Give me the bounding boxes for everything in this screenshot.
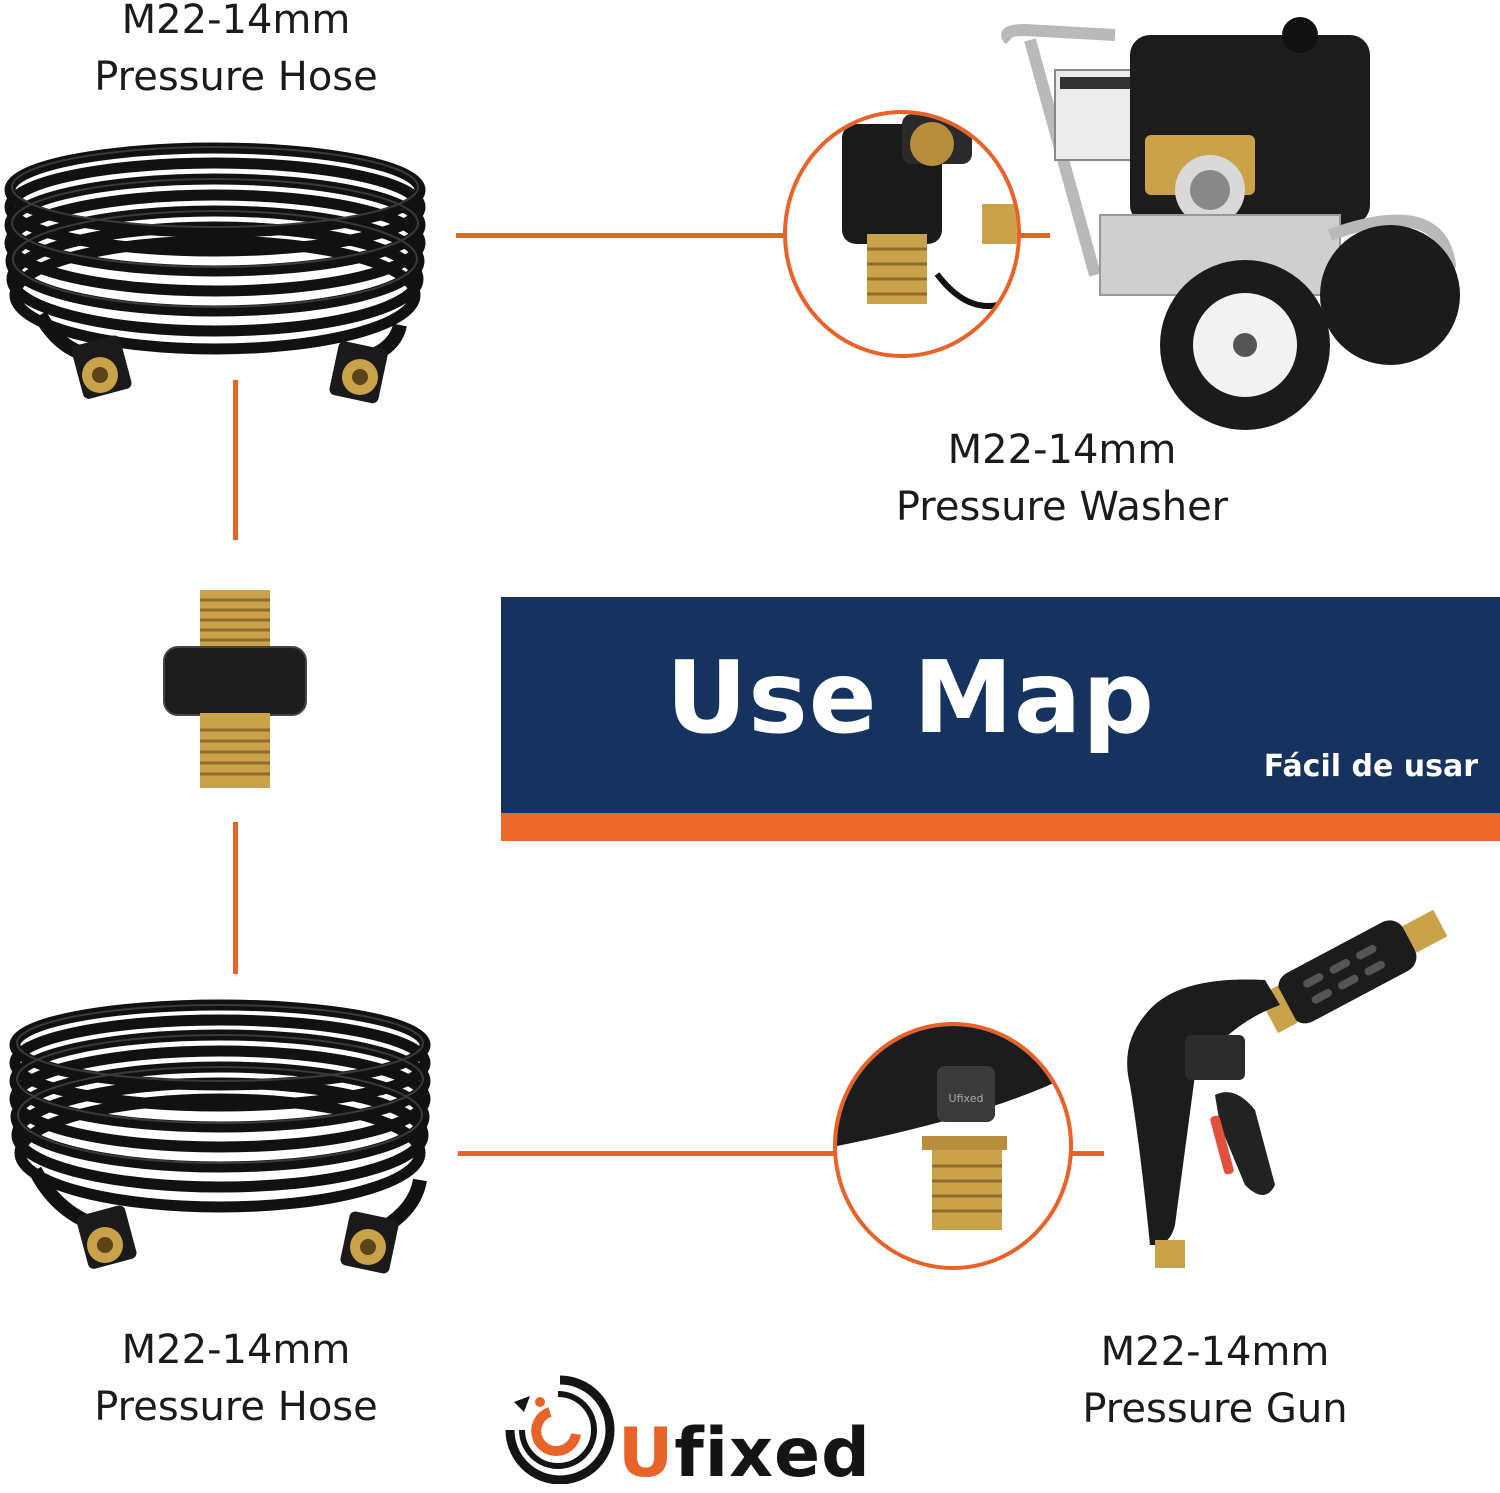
label-washer-size: M22-14mm — [947, 427, 1177, 473]
label-washer: M22-14mm Pressure Washer — [862, 422, 1262, 536]
pressure-washer-icon — [1000, 15, 1470, 440]
brand-wordmark-rest: fixed — [674, 1414, 871, 1493]
label-hose-bottom: M22-14mm Pressure Hose — [60, 1322, 412, 1436]
brand-wordmark-initial: U — [618, 1414, 675, 1493]
banner-title: Use Map — [666, 639, 1155, 756]
label-gun: M22-14mm Pressure Gun — [1040, 1324, 1390, 1438]
hose-coil-icon — [5, 995, 445, 1280]
adapter-fitting-icon — [160, 585, 310, 795]
use-map-banner: Use Map Fácil de usar — [501, 597, 1500, 841]
brand-wordmark: Ufixed — [618, 1414, 871, 1493]
label-hose-bottom-size: M22-14mm — [121, 1327, 351, 1373]
banner-subtitle: Fácil de usar — [1263, 749, 1478, 784]
label-washer-name: Pressure Washer — [895, 484, 1229, 530]
label-hose-top-size: M22-14mm — [121, 0, 351, 43]
banner-accent-stripe — [501, 813, 1500, 841]
connector-top-horizontal — [456, 233, 786, 238]
label-hose-top: M22-14mm Pressure Hose — [60, 0, 412, 106]
gun-inlet-zoom: Ufixed — [833, 1022, 1073, 1270]
gun-badge-text: Ufixed — [949, 1092, 984, 1105]
spray-gun-icon — [1115, 885, 1470, 1275]
connector-vertical-upper — [233, 380, 238, 540]
connector-bottom-horizontal-right — [1068, 1151, 1104, 1156]
connector-vertical-lower — [233, 822, 238, 974]
label-gun-size: M22-14mm — [1100, 1329, 1330, 1375]
connector-bottom-horizontal — [458, 1151, 838, 1156]
connector-top-horizontal-right — [1016, 233, 1050, 238]
label-gun-name: Pressure Gun — [1082, 1386, 1348, 1432]
label-hose-bottom-name: Pressure Hose — [94, 1384, 378, 1430]
washer-outlet-zoom — [783, 110, 1021, 358]
ufixed-logo-icon — [500, 1372, 618, 1484]
hose-coil-icon — [0, 135, 440, 405]
label-hose-top-name: Pressure Hose — [94, 54, 378, 100]
